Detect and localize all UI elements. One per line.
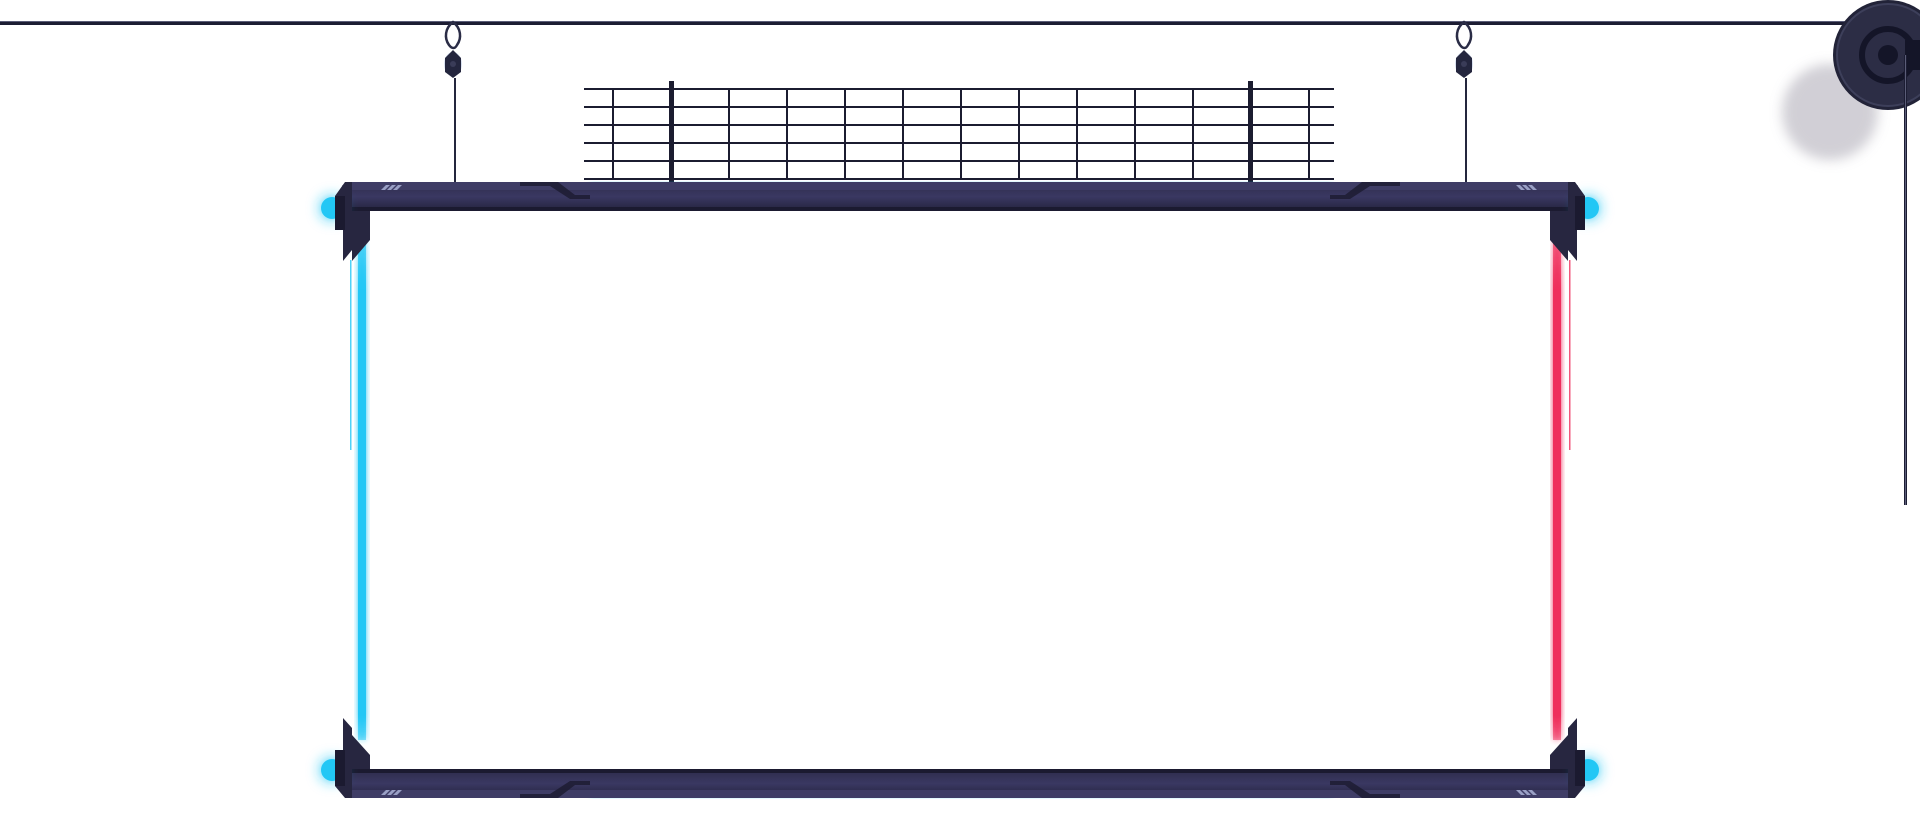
- corner-top-left: [321, 182, 370, 261]
- grid-line-vertical: [960, 88, 962, 180]
- grid-panel-icon: [584, 81, 1334, 185]
- grid-line-vertical: [1192, 88, 1194, 180]
- grid-line-horizontal: [584, 88, 1334, 90]
- hanging-hook-icon: [1455, 20, 1473, 182]
- right-neon-strip: [1553, 240, 1571, 740]
- panel-screen: [370, 211, 1550, 769]
- grid-line-horizontal: [584, 142, 1334, 144]
- panel-bottom-bar: [342, 769, 1578, 798]
- grid-line-vertical: [786, 88, 788, 180]
- grid-line-vertical: [902, 88, 904, 180]
- grid-line-vertical: [1308, 88, 1310, 180]
- grid-line-vertical: [728, 88, 730, 180]
- grid-line-vertical: [612, 88, 614, 180]
- grid-line-horizontal: [584, 106, 1334, 108]
- left-neon-strip: [350, 240, 366, 740]
- corner-bottom-left: [321, 718, 370, 798]
- pulley-wheel-icon: [1782, 0, 1920, 505]
- grid-line-vertical: [1134, 88, 1136, 180]
- grid-line-horizontal: [584, 178, 1334, 180]
- grid-line-horizontal: [584, 124, 1334, 126]
- grid-post: [1248, 81, 1253, 185]
- grid-post: [669, 81, 674, 185]
- grid-line-vertical: [1076, 88, 1078, 180]
- panel-top-bar: [342, 182, 1578, 211]
- corner-top-right: [1550, 182, 1599, 261]
- grid-line-vertical: [1018, 88, 1020, 180]
- top-cable: [0, 21, 1845, 25]
- grid-line-horizontal: [584, 160, 1334, 162]
- grid-line-vertical: [844, 88, 846, 180]
- hanging-hook-icon: [444, 20, 462, 182]
- corner-bottom-right: [1550, 718, 1599, 798]
